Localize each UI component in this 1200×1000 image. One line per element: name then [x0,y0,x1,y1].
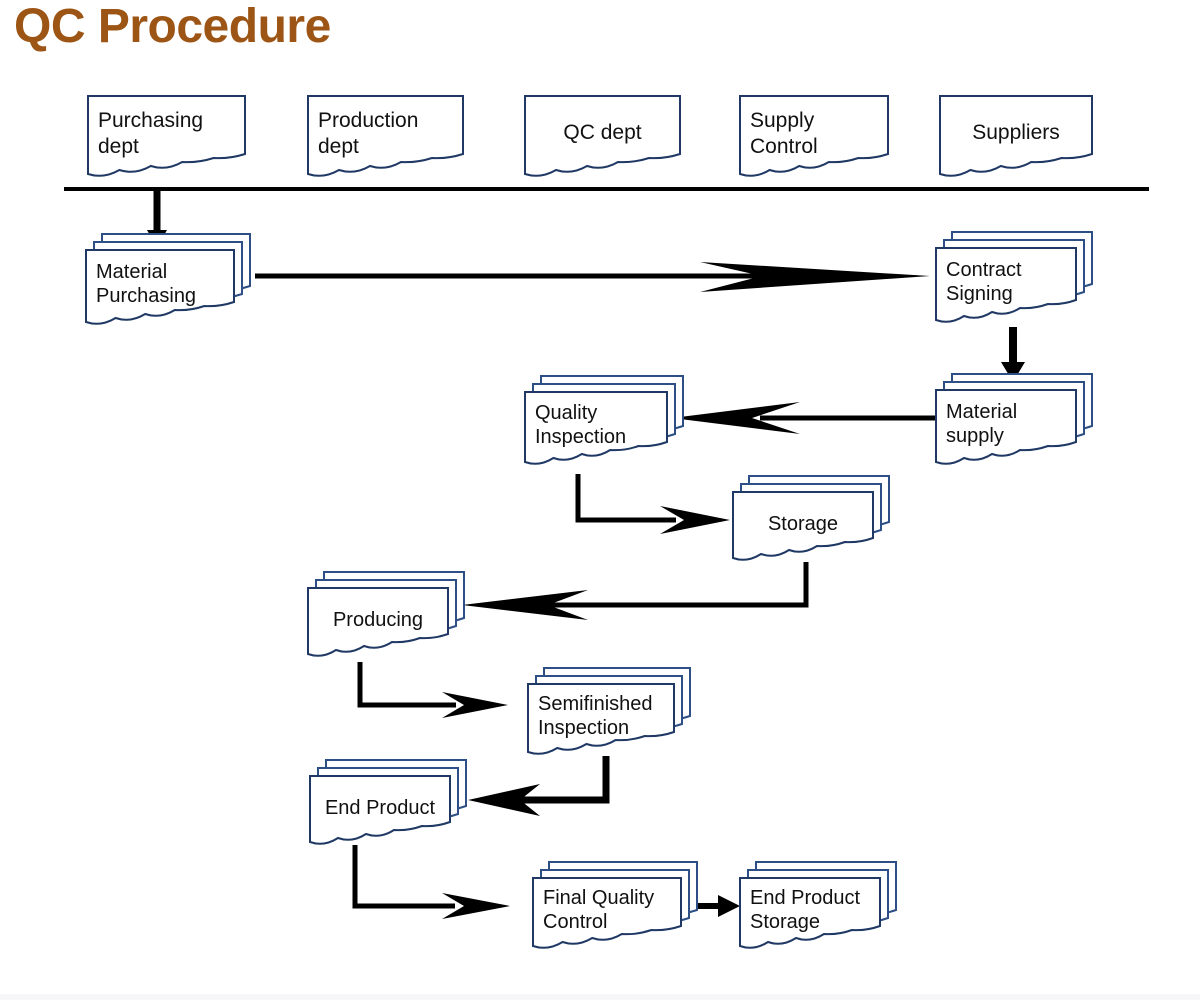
node-label-line2: Inspection [535,426,626,448]
node-label-line1: Quality [535,402,597,424]
arrowhead-right-end-product-storage [718,895,740,917]
connector-producing-to-semifinished-stem [357,662,456,708]
node-label-line1: End Product [750,887,861,909]
connector-semifinished-to-end-product-stem [516,756,610,804]
node-label-line2: Control [543,911,607,933]
node-label-line1: Semifinished [538,693,653,715]
arrowhead-left-quality-inspection [672,402,800,434]
process-nodes-layer: MaterialPurchasingContractSigningMateria… [85,231,1093,949]
header-label-line1: Production [318,109,418,132]
node-label-line2: Inspection [538,717,629,739]
node-label-line1: Material [946,401,1017,423]
connector-storage-to-producing-stem [520,562,809,608]
header-label-line1: Suppliers [972,121,1060,144]
process-node-end-product[interactable]: End Product [309,759,467,845]
arrowhead-right-contract-signing [700,262,930,292]
arrowhead-left-producing [462,590,588,620]
header-label-line1: Supply [750,109,815,132]
swimlane-header-production-dept[interactable]: Production dept [307,95,464,177]
page-title: QC Procedure [14,0,331,53]
node-label-line1: Storage [768,513,838,535]
node-label-line1: Contract [946,259,1022,281]
header-label-line2: dept [318,135,359,158]
header-label-line2: Control [750,135,818,158]
connector-quality-inspection-to-storage-stem [575,474,676,523]
node-label-line1: Producing [333,609,423,631]
header-label-line2: dept [98,135,139,158]
process-node-producing[interactable]: Producing [307,571,465,657]
node-label-line2: Storage [750,911,820,933]
node-label-line2: supply [946,425,1004,447]
arrowhead-right-storage [660,506,730,534]
node-label-line1: End Product [325,797,436,819]
node-label-line1: Final Quality [543,887,654,909]
swimlane-header-suppliers[interactable]: Suppliers [939,95,1093,177]
arrowhead-right-final-quality-control [442,893,510,919]
header-label-line1: Purchasing [98,109,203,132]
connector-end-product-to-final-quality-control-stem [352,845,455,909]
arrowhead-down-material-supply [1001,362,1025,382]
arrowhead-right-semifinished-inspection [442,692,508,718]
swimlane-header-purchasing-dept[interactable]: Purchasing dept [87,95,246,177]
node-label-line2: Purchasing [96,285,196,307]
swimlane-headers-layer: Purchasing dept Production dept QC dept Suppl… [87,95,1093,177]
connectors-layer [147,190,1025,919]
header-label-line1: QC dept [563,121,641,144]
node-label-line2: Signing [946,283,1013,305]
bottom-strip [0,994,1200,1000]
process-node-storage[interactable]: Storage [732,475,890,561]
swimlane-header-qc-dept[interactable]: QC dept [524,95,681,177]
node-label-line1: Material [96,261,167,283]
arrowhead-left-end-product [468,784,540,816]
